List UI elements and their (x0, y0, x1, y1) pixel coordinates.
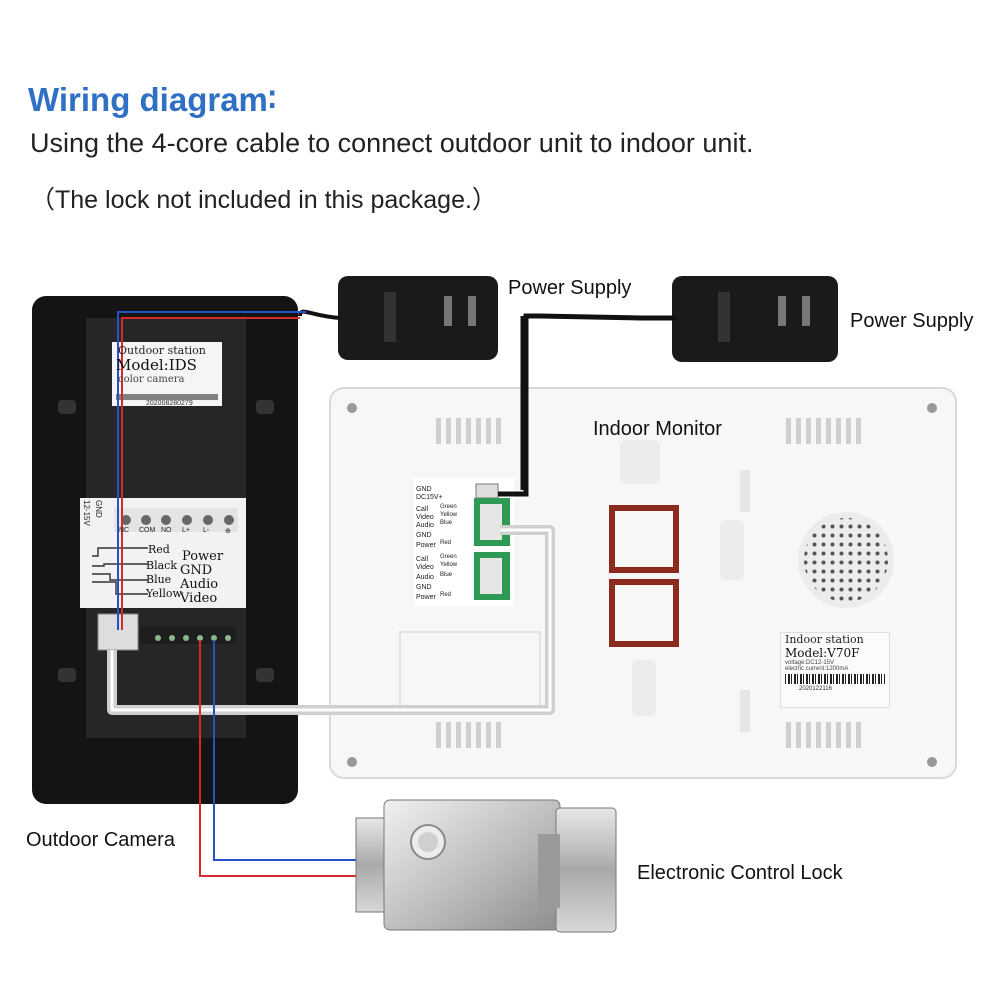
monitor-wire-label: Yellow (440, 512, 458, 518)
indoor-monitor-unit (329, 387, 957, 779)
monitor-terminal-label: Call (416, 556, 429, 563)
outdoor-camera-unit (32, 296, 298, 804)
monitor-wire-label: Blue (440, 520, 453, 526)
outdoor-pin-label: COM (139, 527, 156, 534)
indoor-sticker-voltage: voltage:DC12-15V (785, 660, 835, 666)
monitor-terminal-label: Audio (416, 522, 434, 529)
outdoor-sticker-desc: color camera (118, 374, 185, 385)
wire-color-label: Blue (146, 573, 172, 586)
wire-function-label: GND (180, 563, 213, 578)
power-adapter-right (672, 276, 838, 362)
power-supply-left-label: Power Supply (508, 277, 632, 299)
monitor-wire-label: Green (440, 504, 457, 510)
diagram-title: Wiring diagram∶ (28, 81, 277, 118)
barcode (785, 674, 885, 684)
power-adapter-left (338, 276, 498, 360)
wire-color-label: Black (146, 559, 177, 572)
monitor-terminal-label: Video (416, 514, 434, 521)
outdoor-gnd-label: GND (94, 500, 103, 518)
wire-function-label: Audio (180, 577, 219, 592)
monitor-terminal-label: Audio (416, 574, 434, 581)
power-supply-right-label: Power Supply (850, 310, 974, 332)
outdoor-terminal-screws (121, 515, 234, 525)
outdoor-camera-label: Outdoor Camera (26, 829, 175, 851)
monitor-wire-label: Blue (440, 572, 453, 578)
wire-color-label: Yellow (146, 587, 182, 600)
monitor-wire-label: Red (440, 540, 452, 546)
monitor-wire-label: Red (440, 592, 452, 598)
outdoor-sticker-model: Model:IDS (116, 356, 197, 374)
indoor-sticker: Indoor station Model:V70F voltage:DC12-1… (780, 632, 890, 708)
monitor-terminal-label: Power (416, 594, 436, 601)
lock-label: Electronic Control Lock (637, 862, 843, 884)
note-line: （The lock not included in this package.） (30, 186, 497, 214)
outdoor-voltage-label: 12-15V (82, 500, 91, 526)
outdoor-sticker-title: Outdoor station (118, 344, 206, 357)
indoor-sticker-current: electric current:1200mA (785, 666, 849, 672)
outdoor-pin-label: L+ (182, 527, 190, 534)
outdoor-pin-label: ⊕ (225, 528, 231, 535)
monitor-terminal-label: GND (416, 532, 432, 539)
wire-color-label: Red (148, 543, 170, 556)
instruction-line: Using the 4-core cable to connect outdoo… (30, 128, 754, 158)
monitor-terminal-label: DC15V+ (416, 494, 443, 501)
outdoor-pin-label: L- (203, 527, 210, 534)
outdoor-sticker-serial: 202008280279 (146, 400, 193, 407)
monitor-terminal-label: GND (416, 486, 432, 493)
indoor-sticker-serial: 2020122116 (799, 686, 832, 692)
monitor-wire-label: Yellow (440, 562, 458, 568)
electronic-lock (355, 799, 617, 933)
outdoor-pin-label: NC (119, 527, 130, 534)
wire-function-label: Video (180, 591, 218, 606)
indoor-sticker-model: Model:V70F (785, 646, 860, 660)
monitor-terminal-label: GND (416, 584, 432, 591)
wire-function-label: Power (182, 549, 224, 564)
indoor-monitor-label: Indoor Monitor (593, 418, 722, 440)
indoor-sticker-title: Indoor station (785, 633, 864, 646)
monitor-terminal-label: Video (416, 564, 434, 571)
monitor-terminal-label: Power (416, 542, 436, 549)
outdoor-pin-label: NO (161, 527, 172, 534)
monitor-terminal-label: Call (416, 506, 429, 513)
monitor-wire-label: Green (440, 554, 457, 560)
